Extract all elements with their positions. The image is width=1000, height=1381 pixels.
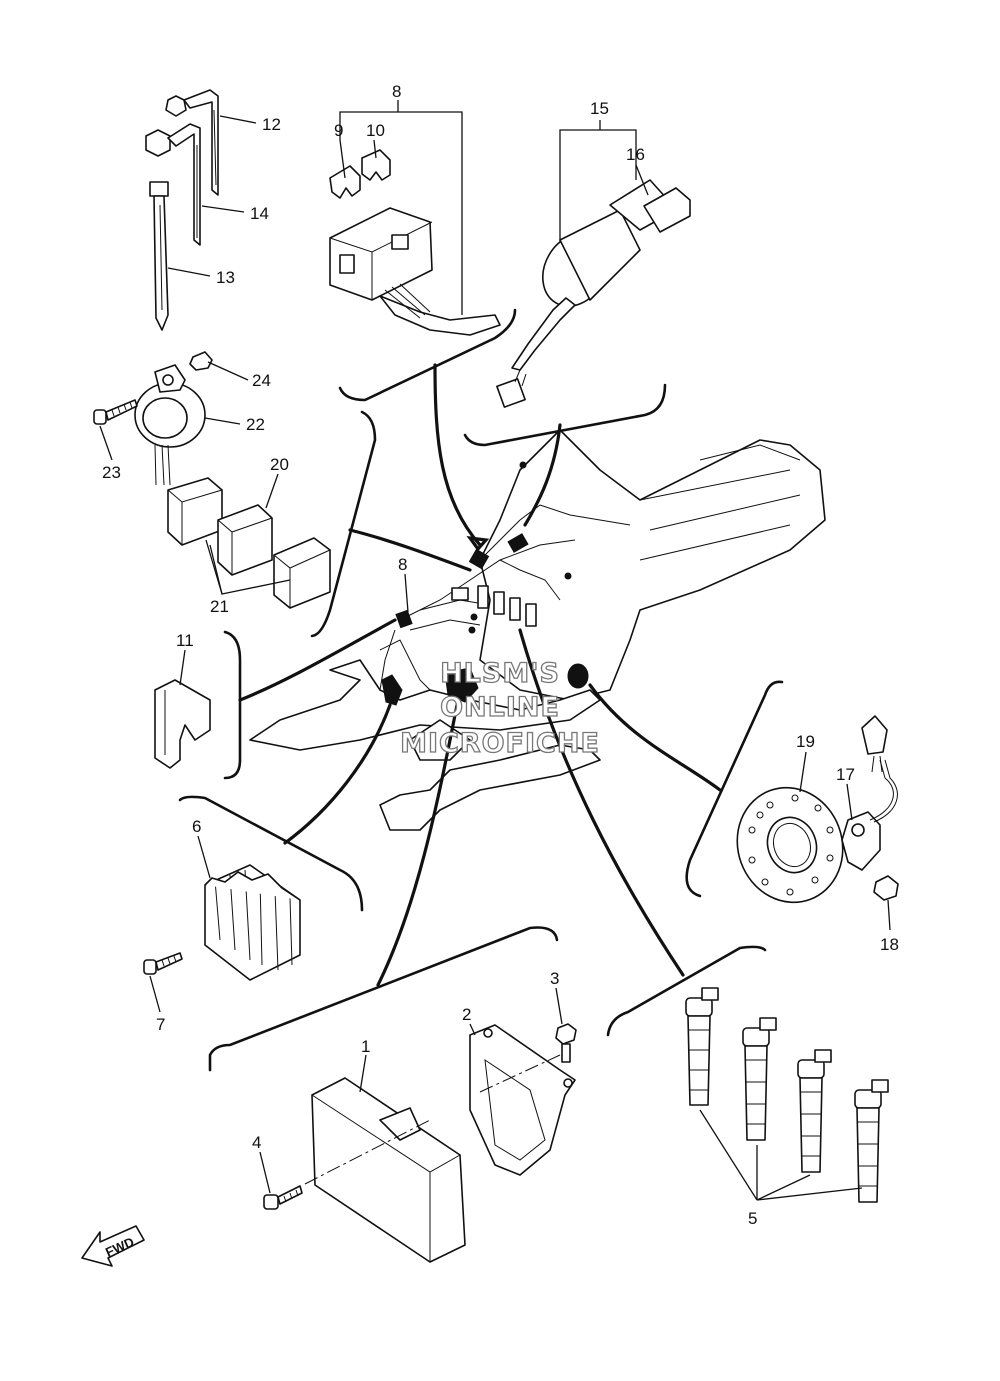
ecu-group [263,1023,577,1263]
nut-24[interactable] [189,351,213,371]
pickup-group [721,715,899,918]
callout-11[interactable]: 11 [176,631,194,650]
callout-20[interactable]: 20 [270,455,289,474]
bolt-23[interactable] [93,399,138,425]
bracket-11[interactable] [154,679,211,769]
callout-leaders [99,115,891,1194]
callout-17[interactable]: 17 [836,765,855,784]
relays-group [167,477,331,609]
horn-group [93,351,213,486]
fuse-box-group [329,100,501,336]
callout-12[interactable]: 12 [262,115,281,134]
rectifier-regulator-6[interactable] [204,864,301,981]
ignition-coil-c[interactable] [797,1049,832,1173]
group-leaders [238,363,722,987]
callout-3[interactable]: 3 [550,969,559,988]
callout-13[interactable]: 13 [216,268,235,287]
rectifier-group [143,864,301,981]
wire-harness [379,461,631,706]
relay-20[interactable] [217,504,273,576]
ignition-coil-d[interactable] [854,1079,889,1203]
bolt-7[interactable] [143,952,183,975]
cable-tie-14[interactable] [145,123,201,246]
bolt-3[interactable] [555,1023,577,1063]
fwd-arrow-icon: FWD [81,1225,145,1267]
callout-16[interactable]: 16 [626,145,645,164]
callout-23[interactable]: 23 [102,463,121,482]
ignition-coil-b[interactable] [742,1017,777,1141]
callout-21[interactable]: 21 [210,597,229,616]
coil-caps [451,585,537,627]
callout-5[interactable]: 5 [748,1209,757,1228]
cable-tie-13[interactable] [149,181,169,331]
callout-24[interactable]: 24 [252,371,271,390]
main-switch-key-16[interactable] [643,187,691,233]
callout-numbers: 12 14 13 8 9 10 15 16 24 22 23 20 21 8 1… [102,82,899,1228]
main-switch-group [496,120,691,408]
watermark-line-2: ONLINE [440,692,560,723]
cable-tie-12[interactable] [165,89,219,196]
frame-assembly [249,429,826,831]
relay-c[interactable] [273,537,331,609]
fuse-10[interactable] [361,149,391,181]
watermark-line-3: MICROFICHE [400,728,600,759]
cable-ties-group [145,89,219,331]
callout-1[interactable]: 1 [361,1037,370,1056]
relay-a[interactable] [167,477,223,546]
ecu-bracket-2[interactable] [469,1024,576,1176]
callout-8-top[interactable]: 8 [392,82,401,101]
callout-7[interactable]: 7 [156,1015,165,1034]
callout-19[interactable]: 19 [796,732,815,751]
callout-10[interactable]: 10 [366,121,385,140]
pickup-coil-17[interactable] [841,715,898,871]
callout-4[interactable]: 4 [252,1133,261,1152]
callout-8-center[interactable]: 8 [398,555,407,574]
callout-14[interactable]: 14 [250,204,269,223]
ecu-1[interactable] [311,1077,466,1263]
section-brackets [178,308,784,1072]
callout-22[interactable]: 22 [246,415,265,434]
bolt-4[interactable] [263,1185,303,1210]
fuse-box[interactable] [329,207,501,336]
pickup-rotor-19[interactable] [721,773,858,918]
ignition-coils-group [685,987,889,1203]
main-switch[interactable] [496,179,669,408]
fuse-9[interactable] [329,165,361,199]
watermark-line-1: HLSM'S [440,658,560,689]
watermark: HLSM'S ONLINE MICROFICHE [399,657,600,759]
callout-9[interactable]: 9 [334,121,343,140]
callout-18[interactable]: 18 [880,935,899,954]
callout-6[interactable]: 6 [192,817,201,836]
callout-15[interactable]: 15 [590,99,609,118]
horn-22[interactable] [134,364,206,486]
bolt-18[interactable] [873,875,899,901]
callout-2[interactable]: 2 [462,1005,471,1024]
ignition-coil-a[interactable] [685,987,719,1106]
